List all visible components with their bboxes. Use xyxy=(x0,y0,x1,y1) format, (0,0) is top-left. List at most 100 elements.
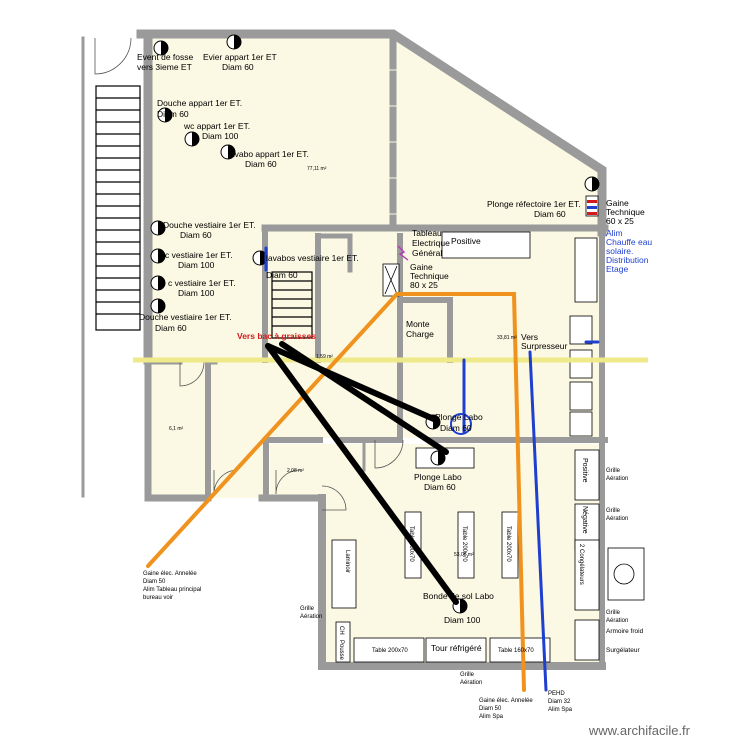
label-pousse: Pousse xyxy=(338,640,344,661)
label-plonge-ref-2: Diam 60 xyxy=(534,209,566,219)
label-alim-5: Etage xyxy=(606,264,628,274)
label-alim-2: Chauffe eau xyxy=(606,237,652,247)
label-gaine-elec-l4: bureau voir xyxy=(143,595,173,601)
label-douche-app-2: Diam 60 xyxy=(157,109,189,119)
label-gaine-tech-2: Technique xyxy=(410,271,449,281)
pipe-to-plonge-b xyxy=(279,341,449,455)
label-douche-vest-2: Diam 60 xyxy=(180,230,212,240)
label-lavabos-vest-1: lavabos vestiaire 1er ET. xyxy=(266,253,359,263)
label-surgelateur: Surgélateur xyxy=(606,647,640,654)
positive-fridge-top xyxy=(441,231,531,259)
table-bottom-1 xyxy=(353,637,425,663)
floor-corridor xyxy=(208,360,268,498)
armoire-froid xyxy=(574,619,600,661)
label-lavabo-app-2: Diam 60 xyxy=(245,159,277,169)
label-wc-vest-2: Diam 100 xyxy=(178,260,215,270)
label-monte-2: Charge xyxy=(406,329,434,339)
tour-refrigere xyxy=(425,637,487,663)
label-table-b1: Table 200x70 xyxy=(372,648,408,654)
label-pehd-3: Alim Spa xyxy=(548,707,573,713)
label-bonde-1: Bonde de sol Labo xyxy=(423,591,494,601)
label-area-labo: 53,06 m² xyxy=(454,552,474,558)
label-grille-2b: Aération xyxy=(606,516,628,522)
orange-conduit-right xyxy=(395,292,526,692)
label-gaine-elec-b3: Alim Spa xyxy=(479,714,504,720)
label-wc-app-1: wc appart 1er ET. xyxy=(183,121,250,131)
label-vers-bac: Vers bac à graisses xyxy=(237,331,316,341)
table-bottom-2 xyxy=(489,637,551,663)
blue-labo-valve xyxy=(450,413,472,435)
label-alim-1: Alim xyxy=(606,228,623,238)
gaine-technique-right xyxy=(585,195,599,217)
equipment xyxy=(331,231,645,663)
label-gaine-elec-l1: Gaine élec. Annelée xyxy=(143,571,197,577)
floor-upper xyxy=(148,34,600,438)
box-right-3 xyxy=(569,381,593,411)
label-table-v1: Table 200x70 xyxy=(408,526,414,562)
label-gaine-tech-3: 80 x 25 xyxy=(410,280,438,290)
label-grille-4: Grille xyxy=(300,606,315,612)
watermark: www.archifacile.fr xyxy=(588,723,690,738)
door-top-left xyxy=(94,37,132,75)
label-gaine-tech-r2: Technique xyxy=(606,207,645,217)
label-wc-app-2: Diam 100 xyxy=(202,131,239,141)
door-labo xyxy=(374,439,404,469)
blue-conduits xyxy=(264,246,600,692)
blue-conduit-surpresseur xyxy=(528,350,548,692)
label-evier-1: Evier appart 1er ET xyxy=(203,52,277,62)
label-bonde-2: Diam 100 xyxy=(444,615,481,625)
label-gaine-elec-b2: Diam 50 xyxy=(479,706,502,712)
label-tour: Tour réfrigéré xyxy=(431,643,482,653)
floor-areas xyxy=(148,34,602,666)
table-vertical-3 xyxy=(501,511,519,579)
label-tableau-1: Tableau xyxy=(412,228,442,238)
label-plonge-labo-b2: Diam 60 xyxy=(424,482,456,492)
floor-wc xyxy=(270,444,322,498)
label-evier-2: Diam 60 xyxy=(222,62,254,72)
label-table-v2: Table 200x70 xyxy=(461,526,467,562)
label-plonge-labo-a1: Plonge Labo xyxy=(435,412,483,422)
laminoir-table xyxy=(331,539,357,609)
table-vertical-2 xyxy=(457,511,475,579)
label-grille-5: Grille xyxy=(460,672,475,678)
cabinet-right xyxy=(574,237,598,303)
label-wc-vest2-1: c vestiaire 1er ET. xyxy=(168,278,236,288)
floor-left-room xyxy=(148,360,208,498)
label-vers-surp-2: Surpresseur xyxy=(521,341,567,351)
label-grille-1: Grille xyxy=(606,468,621,474)
door-left-room xyxy=(179,361,205,387)
label-pehd-1: PEHD xyxy=(548,691,565,697)
label-event-fosse-1: Event de fosse xyxy=(137,52,194,62)
stairs-left xyxy=(95,85,141,331)
label-area-left: 6,1 m² xyxy=(169,426,184,432)
label-plonge-labo-b1: Plonge Labo xyxy=(414,472,462,482)
orange-conduits xyxy=(146,292,526,692)
label-gaine-tech-r3: 60 x 25 xyxy=(606,216,634,226)
label-gaine-elec-l3: Alim Tableau principal xyxy=(143,587,201,593)
label-grille-3: Grille xyxy=(606,610,621,616)
box-right-4 xyxy=(569,411,593,437)
text-labels: Event de fosse vers 3ieme ET Evier appar… xyxy=(137,52,652,720)
label-grille-1b: Aération xyxy=(606,476,628,482)
label-gaine-elec-b1: Gaine élec. Annelée xyxy=(479,698,533,704)
label-plonge-labo-a2: Diam 60 xyxy=(440,423,472,433)
label-monte-1: Monte xyxy=(406,319,430,329)
label-douche-vest-1: Douche vestiaire 1er ET. xyxy=(163,220,256,230)
stairs-left-outline xyxy=(95,85,141,331)
label-positive-top: Positive xyxy=(451,236,481,246)
label-area-right: 33,81 m² xyxy=(497,335,517,341)
label-pehd-2: Diam 32 xyxy=(548,699,571,705)
label-plonge-ref-1: Plonge réfectoire 1er ET. xyxy=(487,199,581,209)
box-right-1 xyxy=(569,315,593,345)
label-alim-3: solaire. xyxy=(606,246,633,256)
label-area-main: 77,11 m² xyxy=(307,166,327,172)
label-tableau-2: Electrique xyxy=(412,238,450,248)
label-area-wc: 2,08 m² xyxy=(287,468,304,474)
box-right-2 xyxy=(569,349,593,379)
label-table-v3: Table 200x70 xyxy=(505,526,511,562)
freezers xyxy=(574,539,600,611)
label-negative-right: Négative xyxy=(581,506,588,534)
condenser-fan xyxy=(613,563,635,585)
